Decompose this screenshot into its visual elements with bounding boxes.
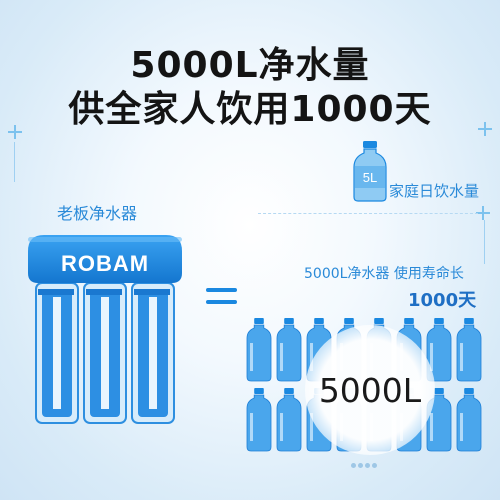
decor-line-left: [14, 142, 15, 182]
bottle-volume-text: 5L: [363, 170, 377, 185]
water-bottle-icon: [246, 318, 272, 382]
crosshair-icon-right: [478, 122, 492, 136]
total-volume-text: 5000L: [318, 370, 422, 410]
crosshair-icon-mid: [476, 206, 490, 220]
water-bottle-icon: [456, 318, 482, 382]
water-bottle-icon: [276, 318, 302, 382]
water-bottle-icon: [456, 388, 482, 452]
purifier-label: 老板净水器: [57, 204, 138, 223]
headline-line-1: 5000L净水量: [130, 45, 370, 86]
daily-water-label: 家庭日饮水量: [389, 182, 480, 200]
filter-cartridges: [35, 282, 175, 424]
water-bottle-icon: [246, 388, 272, 452]
water-bottle-icon: 5L: [353, 141, 387, 202]
decor-divider: [258, 213, 478, 214]
brand-logo-text: ROBAM: [61, 251, 149, 276]
water-bottle-icon: [426, 318, 452, 382]
equals-icon: [203, 280, 243, 314]
water-bottle-icon: [426, 388, 452, 452]
water-bottle-icon: [276, 388, 302, 452]
decor-dots: [351, 453, 383, 468]
total-volume-badge: 5000L: [305, 325, 435, 455]
decor-line-right: [484, 220, 485, 264]
water-purifier-illustration: ROBAM: [28, 235, 182, 424]
lifetime-days: 1000天: [408, 290, 477, 311]
crosshair-icon-left: [8, 125, 22, 139]
headline-line-2: 供全家人饮用1000天: [68, 89, 432, 130]
lifetime-label: 5000L净水器 使用寿命长: [304, 266, 464, 282]
